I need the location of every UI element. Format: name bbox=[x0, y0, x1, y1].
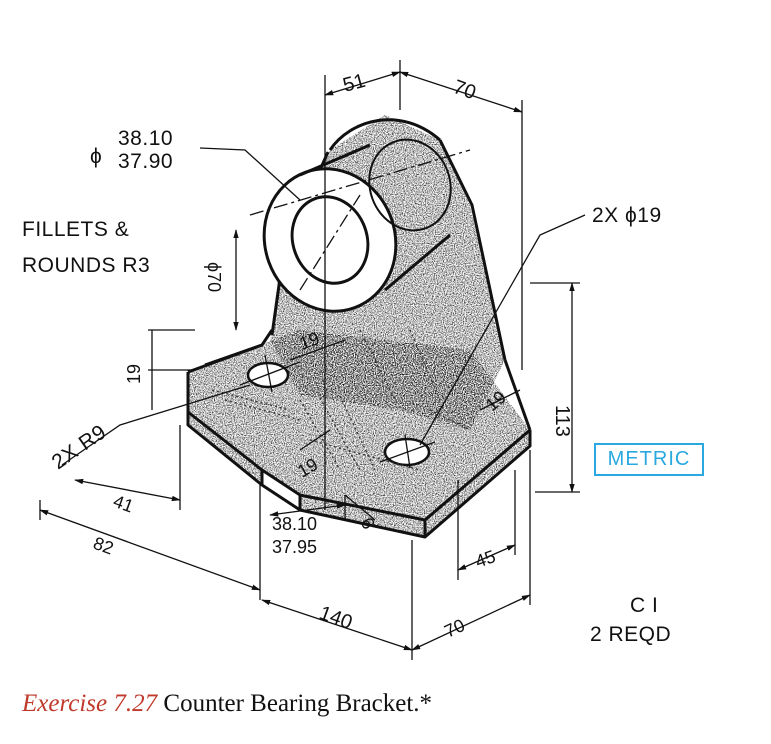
dimension-lines bbox=[39, 60, 586, 660]
dim-19-left: 19 bbox=[124, 364, 144, 384]
quantity-note: 2 REQD bbox=[590, 623, 671, 646]
exercise-number: Exercise 7.27 bbox=[22, 690, 158, 717]
dim-slot-upper: 38.10 bbox=[272, 514, 317, 534]
exercise-title: Counter Bearing Bracket.* bbox=[163, 690, 433, 717]
dim-51: 51 bbox=[341, 70, 368, 97]
figure-caption: Exercise 7.27 Counter Bearing Bracket.* bbox=[22, 690, 432, 718]
center-lines bbox=[239, 75, 471, 510]
bracket-outline bbox=[186, 118, 532, 539]
dim-70-top: 70 bbox=[450, 76, 478, 104]
diameter-symbol: ϕ bbox=[90, 145, 102, 168]
dim-41: 41 bbox=[111, 491, 137, 517]
dim-phi-70: ϕ70 bbox=[204, 262, 224, 292]
dim-113: 113 bbox=[551, 405, 573, 437]
part-number: C I bbox=[630, 594, 658, 617]
fillet-marks bbox=[211, 329, 471, 471]
dim-70-bottom: 70 bbox=[441, 615, 468, 642]
holes-note: 2X ϕ19 bbox=[592, 204, 662, 227]
fillets-note-line1: FILLETS & bbox=[22, 218, 129, 241]
dim-140: 140 bbox=[316, 602, 355, 634]
bore-diameter-upper: 38.10 bbox=[118, 127, 173, 150]
bore-diameter-lower: 37.90 bbox=[118, 150, 173, 173]
fillets-note-line2: ROUNDS R3 bbox=[22, 254, 150, 277]
dim-45: 45 bbox=[473, 546, 499, 572]
radius-note: 2X R9 bbox=[48, 420, 111, 474]
metric-badge: METRIC bbox=[594, 443, 704, 476]
dim-slot-lower: 37.95 bbox=[272, 537, 317, 557]
